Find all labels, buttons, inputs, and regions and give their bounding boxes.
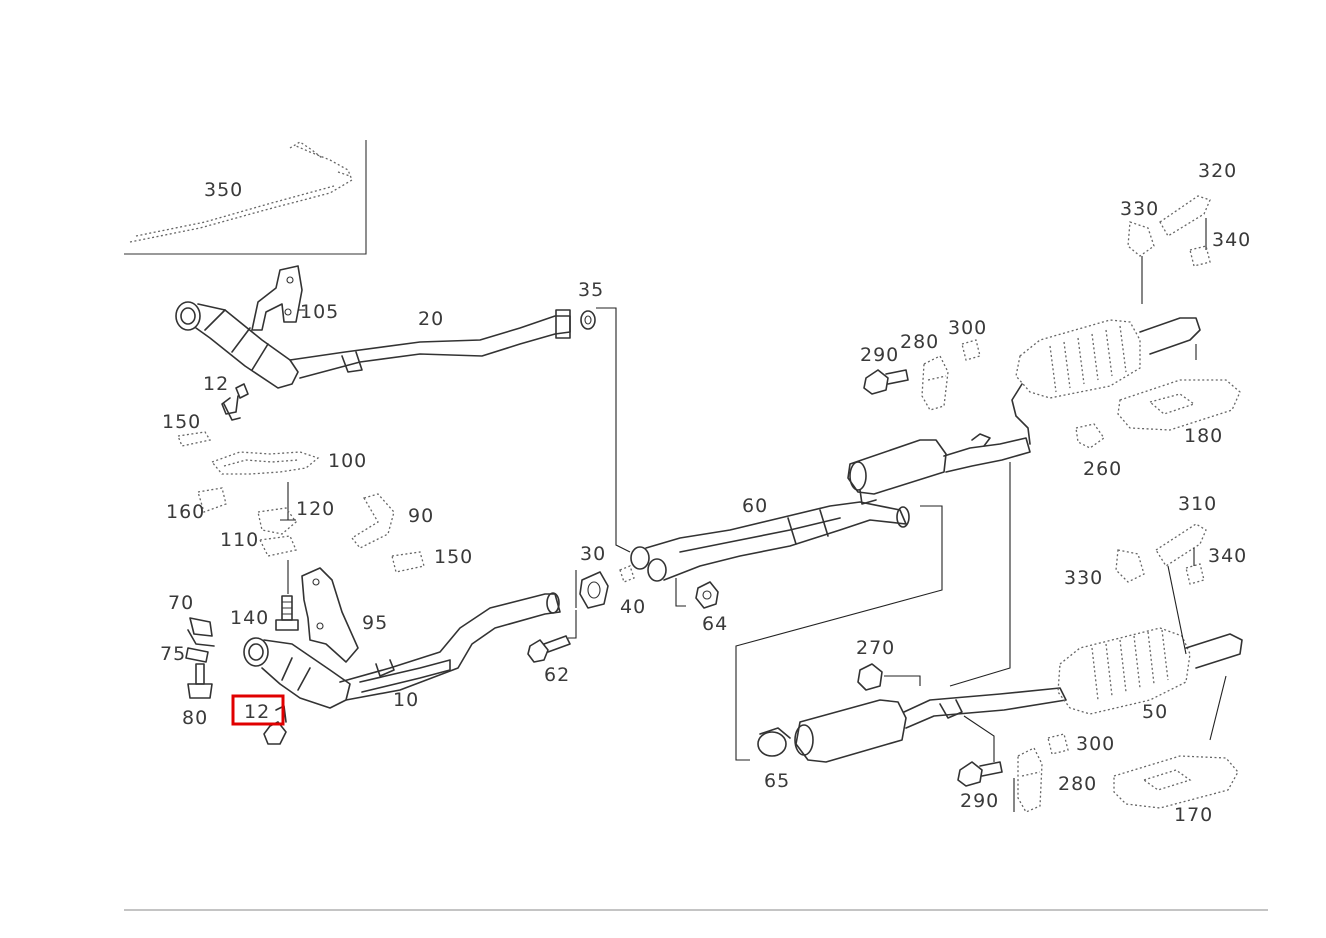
label-170[interactable]: 170 [1174,804,1213,826]
label-75[interactable]: 75 [160,643,186,665]
nut-64[interactable] [695,581,719,609]
bolt-290-upper[interactable] [863,369,909,395]
label-95[interactable]: 95 [362,612,388,634]
front-muffler-lower[interactable] [794,687,1067,763]
heat-shield-180[interactable] [1117,379,1241,431]
label-300-lower[interactable]: 300 [1076,733,1115,755]
hanger-310[interactable] [1155,523,1207,567]
label-40[interactable]: 40 [620,596,646,618]
label-280-upper[interactable]: 280 [900,331,939,353]
hanger-280-lower[interactable] [1017,747,1043,813]
hanger-bracket-100[interactable] [210,451,320,475]
label-320[interactable]: 320 [1198,160,1237,182]
heat-shield-170[interactable] [1113,755,1239,809]
inset-box-350 [124,140,367,255]
bracket-95[interactable] [301,567,359,663]
label-260[interactable]: 260 [1083,458,1122,480]
label-50[interactable]: 50 [1142,701,1168,723]
label-290-upper[interactable]: 290 [860,344,899,366]
mount-bracket-150-upper[interactable] [177,431,212,447]
label-60[interactable]: 60 [742,495,768,517]
clamp-70[interactable] [187,617,215,647]
rubber-mount-150-lower[interactable] [391,551,425,573]
front-muffler-upper[interactable] [847,433,1031,505]
label-90[interactable]: 90 [408,505,434,527]
label-140[interactable]: 140 [230,607,269,629]
label-330-upper[interactable]: 330 [1120,198,1159,220]
label-12-lower[interactable]: 12 [244,701,270,723]
label-120[interactable]: 120 [296,498,335,520]
label-330-lower[interactable]: 330 [1064,567,1103,589]
rear-silencer-lower[interactable] [1057,627,1243,715]
label-160[interactable]: 160 [166,501,205,523]
rubber-mount-160[interactable] [197,487,227,513]
gasket-30[interactable] [579,571,609,609]
hanger-320[interactable] [1159,195,1211,237]
gasket-35[interactable] [580,310,596,330]
label-180[interactable]: 180 [1184,425,1223,447]
washer-300-lower[interactable] [1047,733,1069,755]
label-80[interactable]: 80 [182,707,208,729]
front-pipe-lower-10[interactable] [243,592,561,709]
label-110[interactable]: 110 [220,529,259,551]
label-300-upper[interactable]: 300 [948,317,987,339]
label-290-lower[interactable]: 290 [960,790,999,812]
rubber-mount-330-upper[interactable] [1127,221,1155,257]
label-70[interactable]: 70 [168,592,194,614]
bracket-90[interactable] [351,493,395,549]
label-280-lower[interactable]: 280 [1058,773,1097,795]
nut-40[interactable] [619,565,635,583]
stud-140[interactable] [275,595,299,631]
bracket-110-120[interactable] [257,507,297,557]
bolt-62[interactable] [527,635,571,663]
nut-340-lower[interactable] [1185,563,1205,585]
middle-pipe-60[interactable] [630,501,910,582]
label-350[interactable]: 350 [204,179,243,201]
bolt-12-upper[interactable] [221,383,249,421]
label-100[interactable]: 100 [328,450,367,472]
label-340-upper[interactable]: 340 [1212,229,1251,251]
label-35[interactable]: 35 [578,279,604,301]
nut-340-upper[interactable] [1189,245,1211,267]
label-150-lower[interactable]: 150 [434,546,473,568]
label-10[interactable]: 10 [393,689,419,711]
label-105[interactable]: 105 [300,301,339,323]
bracket-105[interactable] [251,265,303,331]
bolt-80[interactable] [187,663,213,699]
label-62[interactable]: 62 [544,664,570,686]
label-30[interactable]: 30 [580,543,606,565]
rubber-mount-330-lower[interactable] [1115,549,1145,583]
hanger-280-upper[interactable] [921,355,949,411]
label-65[interactable]: 65 [764,770,790,792]
highlight-box-part-12 [231,694,285,726]
label-310[interactable]: 310 [1178,493,1217,515]
bolt-290-lower[interactable] [957,761,1003,787]
rear-silencer-upper[interactable] [1011,317,1201,445]
label-150-upper[interactable]: 150 [162,411,201,433]
nut-270[interactable] [857,663,883,691]
clamp-65[interactable] [757,727,791,757]
spring-75[interactable] [185,647,209,663]
washer-300-upper[interactable] [961,339,981,361]
label-340-lower[interactable]: 340 [1208,545,1247,567]
clip-260[interactable] [1075,423,1105,449]
label-270[interactable]: 270 [856,637,895,659]
label-64[interactable]: 64 [702,613,728,635]
label-20[interactable]: 20 [418,308,444,330]
label-12-upper[interactable]: 12 [203,373,229,395]
front-pipe-upper-20[interactable] [175,301,571,389]
